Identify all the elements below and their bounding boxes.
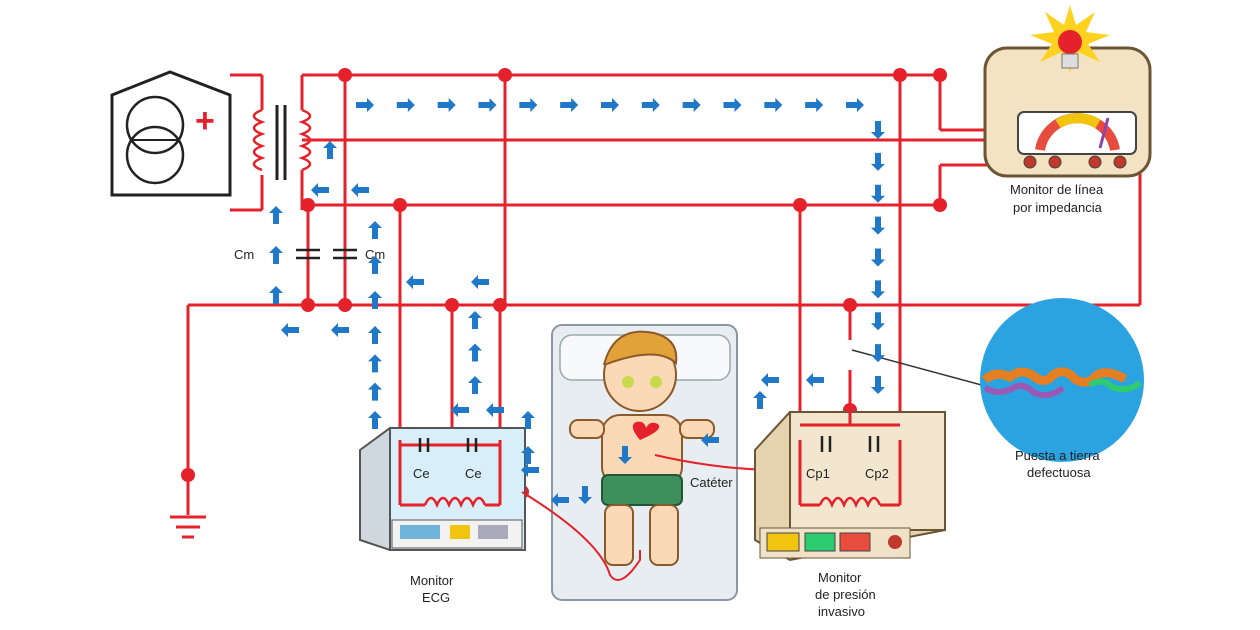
current-flow-arrow bbox=[753, 391, 767, 409]
pressure-monitor-caption-2: de presión bbox=[815, 587, 876, 602]
current-flow-arrow bbox=[761, 373, 779, 387]
current-flow-arrow bbox=[269, 206, 283, 224]
current-flow-arrow bbox=[871, 280, 885, 299]
current-flow-arrow bbox=[356, 98, 374, 112]
current-flow-arrow bbox=[871, 344, 885, 363]
current-flow-arrow bbox=[519, 98, 538, 112]
label-cp1: Cp1 bbox=[806, 466, 830, 481]
pressure-monitor-caption-3: invasivo bbox=[818, 604, 865, 619]
ecg-monitor-caption-1: Monitor bbox=[410, 573, 454, 588]
current-flow-arrow bbox=[437, 98, 456, 112]
current-flow-arrow bbox=[871, 152, 885, 171]
patient-child bbox=[569, 330, 715, 566]
current-flow-arrow bbox=[871, 312, 885, 331]
current-flow-arrow bbox=[331, 323, 349, 337]
current-flow-arrow bbox=[368, 291, 382, 309]
label-cm-right: Cm bbox=[365, 247, 385, 262]
impedance-monitor-knobs bbox=[1023, 155, 1127, 169]
current-flow-arrow bbox=[451, 403, 469, 417]
current-flow-arrow bbox=[723, 98, 742, 112]
ground-fault-caption-1: Puesta a tierra bbox=[1015, 448, 1100, 463]
ecg-monitor-caption-2: ECG bbox=[422, 590, 450, 605]
current-flow-arrow bbox=[701, 433, 719, 447]
current-flow-arrow bbox=[478, 98, 497, 112]
current-flow-arrow bbox=[269, 286, 283, 304]
current-flow-arrow bbox=[468, 343, 482, 362]
current-flow-arrow bbox=[871, 121, 885, 139]
current-flow-arrow bbox=[560, 98, 579, 112]
ground-fault-inset bbox=[980, 298, 1144, 462]
current-flow-arrow bbox=[764, 98, 783, 112]
current-flow-arrow bbox=[281, 323, 299, 337]
current-flow-arrow bbox=[368, 382, 382, 401]
power-source-box: + bbox=[110, 70, 232, 197]
ground-symbol-icon bbox=[170, 515, 206, 539]
isolation-transformer bbox=[230, 73, 312, 212]
current-flow-arrow bbox=[682, 98, 701, 112]
current-flow-arrow bbox=[269, 246, 283, 264]
impedance-monitor bbox=[983, 5, 1152, 178]
current-flow-arrow bbox=[368, 354, 382, 373]
pressure-monitor bbox=[754, 410, 946, 562]
transformer-icon bbox=[125, 95, 185, 185]
current-flow-arrow bbox=[806, 373, 824, 387]
current-flow-arrow bbox=[871, 376, 885, 394]
ground-fault-caption-2: defectuosa bbox=[1027, 465, 1091, 480]
current-flow-arrow bbox=[368, 411, 382, 429]
current-flow-arrow bbox=[641, 98, 660, 112]
current-flow-arrow bbox=[871, 248, 885, 267]
label-ce-left: Ce bbox=[413, 466, 430, 481]
current-flow-arrow bbox=[551, 493, 569, 507]
impedance-monitor-caption-2: por impedancia bbox=[1013, 200, 1103, 215]
label-cateter: Catéter bbox=[690, 475, 733, 490]
current-flow-arrow bbox=[521, 463, 539, 477]
current-flow-arrow bbox=[468, 376, 482, 394]
capacitor-cm-right bbox=[333, 248, 357, 260]
current-flow-arrow bbox=[871, 184, 885, 203]
current-flow-arrow bbox=[323, 141, 337, 159]
label-cp2: Cp2 bbox=[865, 466, 889, 481]
ecg-lead-wire bbox=[521, 491, 641, 581]
label-ce-right: Ce bbox=[465, 466, 482, 481]
current-flow-arrow bbox=[406, 275, 424, 289]
current-flow-arrow bbox=[396, 98, 415, 112]
current-flow-arrow bbox=[311, 183, 329, 197]
current-flow-arrow bbox=[486, 403, 504, 417]
current-flow-arrow bbox=[368, 256, 382, 274]
label-cm-left: Cm bbox=[234, 247, 254, 262]
current-flow-arrow bbox=[521, 411, 535, 429]
impedance-monitor-caption-1: Monitor de línea bbox=[1010, 182, 1104, 197]
current-flow-arrow bbox=[871, 216, 885, 235]
current-flow-arrow bbox=[846, 98, 864, 112]
leakage-current-arrows bbox=[269, 98, 885, 507]
capacitor-cm-left bbox=[296, 248, 320, 260]
current-flow-arrow bbox=[805, 98, 824, 112]
broken-ground-wire bbox=[848, 305, 1001, 410]
current-flow-arrow bbox=[368, 326, 382, 344]
current-flow-arrow bbox=[468, 311, 482, 329]
current-flow-arrow bbox=[471, 275, 489, 289]
ecg-monitor bbox=[359, 427, 526, 552]
current-flow-arrow bbox=[578, 486, 592, 504]
pressure-monitor-caption-1: Monitor bbox=[818, 570, 862, 585]
current-flow-arrow bbox=[618, 446, 632, 464]
plus-sign: + bbox=[195, 102, 215, 140]
current-flow-arrow bbox=[368, 221, 382, 239]
current-flow-arrow bbox=[351, 183, 369, 197]
current-flow-arrow bbox=[521, 446, 535, 464]
current-flow-arrow bbox=[601, 98, 619, 112]
alarm-light-icon bbox=[1030, 5, 1110, 72]
